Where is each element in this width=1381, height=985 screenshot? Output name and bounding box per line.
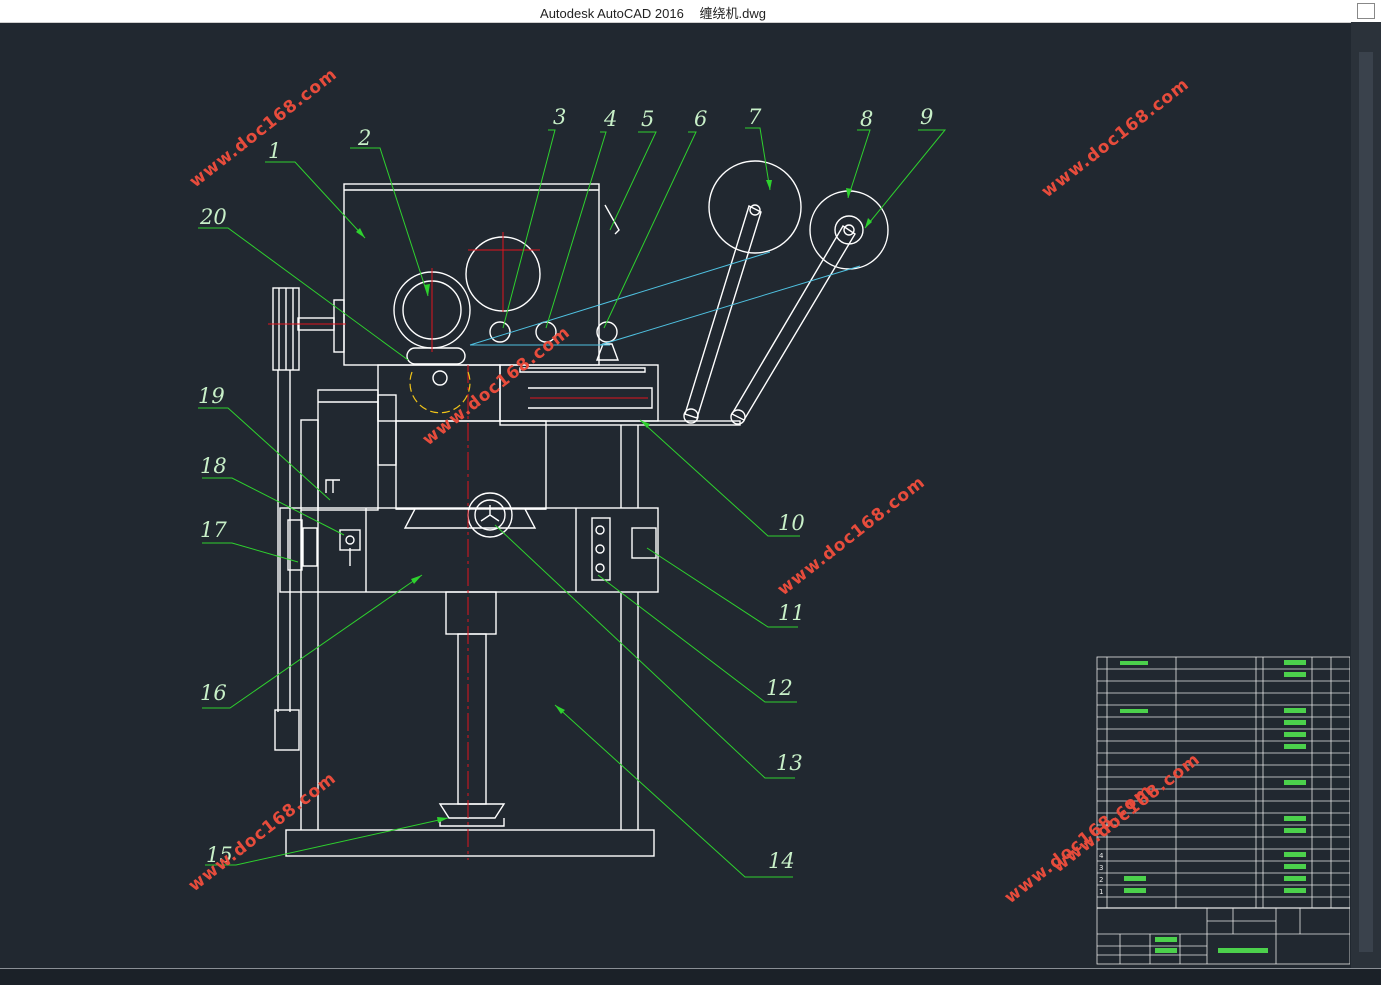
- part-label-6: 6: [694, 107, 707, 131]
- center-lines: [268, 232, 648, 860]
- part-label-12: 12: [766, 676, 793, 700]
- watermark-text: www.doc168.com: [186, 64, 342, 192]
- watermark-text: www.doc168.com: [1038, 74, 1194, 202]
- part-label-5: 5: [641, 107, 654, 131]
- part-label-20: 20: [199, 205, 227, 229]
- title-bar: Autodesk AutoCAD 2016 缠绕机.dwg: [0, 0, 1381, 23]
- bottom-border: [0, 968, 1381, 985]
- part-label-3: 3: [553, 105, 566, 129]
- vertical-scrollbar[interactable]: [1351, 22, 1381, 968]
- tape-paths: [469, 251, 861, 346]
- part-label-18: 18: [200, 454, 227, 478]
- bom-row-index: 4: [1099, 852, 1104, 860]
- part-label-10: 10: [778, 511, 805, 535]
- cad-drawing-canvas[interactable]: 1 2 3 4 5 6 7 8 9 10 11 12 13 14 15 16 1…: [0, 22, 1350, 968]
- leader-lines: [198, 127, 947, 878]
- window-close-button[interactable]: [1357, 3, 1375, 19]
- file-name: 缠绕机.dwg: [699, 6, 766, 21]
- part-label-15: 15: [206, 843, 233, 867]
- part-label-17: 17: [200, 518, 227, 542]
- part-number-labels: 1 2 3 4 5 6 7 8 9 10 11 12 13 14 15 16 1…: [198, 105, 933, 873]
- bom-row-index: 2: [1099, 876, 1103, 884]
- part-label-14: 14: [768, 849, 795, 873]
- bom-row-index: 3: [1099, 864, 1103, 872]
- leader-arrowheads: [356, 180, 872, 823]
- window-title: Autodesk AutoCAD 2016 缠绕机.dwg: [0, 3, 1306, 22]
- title-block-row-numbers: 4 3 2 1: [1099, 852, 1104, 896]
- app-title: Autodesk AutoCAD 2016: [540, 6, 684, 21]
- part-label-2: 2: [357, 126, 371, 150]
- part-label-16: 16: [200, 681, 227, 705]
- part-label-13: 13: [776, 751, 803, 775]
- part-label-11: 11: [778, 601, 805, 625]
- title-block-green-cells: [1120, 660, 1306, 953]
- part-label-19: 19: [198, 384, 225, 408]
- scrollbar-thumb[interactable]: [1359, 52, 1373, 952]
- part-label-1: 1: [268, 139, 281, 163]
- bom-row-index: 1: [1099, 888, 1103, 896]
- phantom-line: [409, 371, 471, 414]
- watermark-text: www.doc168.com: [185, 768, 341, 896]
- part-label-7: 7: [748, 105, 762, 129]
- part-label-4: 4: [603, 107, 617, 131]
- watermarks: www.doc168.com www.doc168.com www.doc168…: [185, 64, 1205, 908]
- part-label-8: 8: [860, 107, 873, 131]
- part-label-9: 9: [920, 105, 933, 129]
- title-block: [1096, 656, 1350, 965]
